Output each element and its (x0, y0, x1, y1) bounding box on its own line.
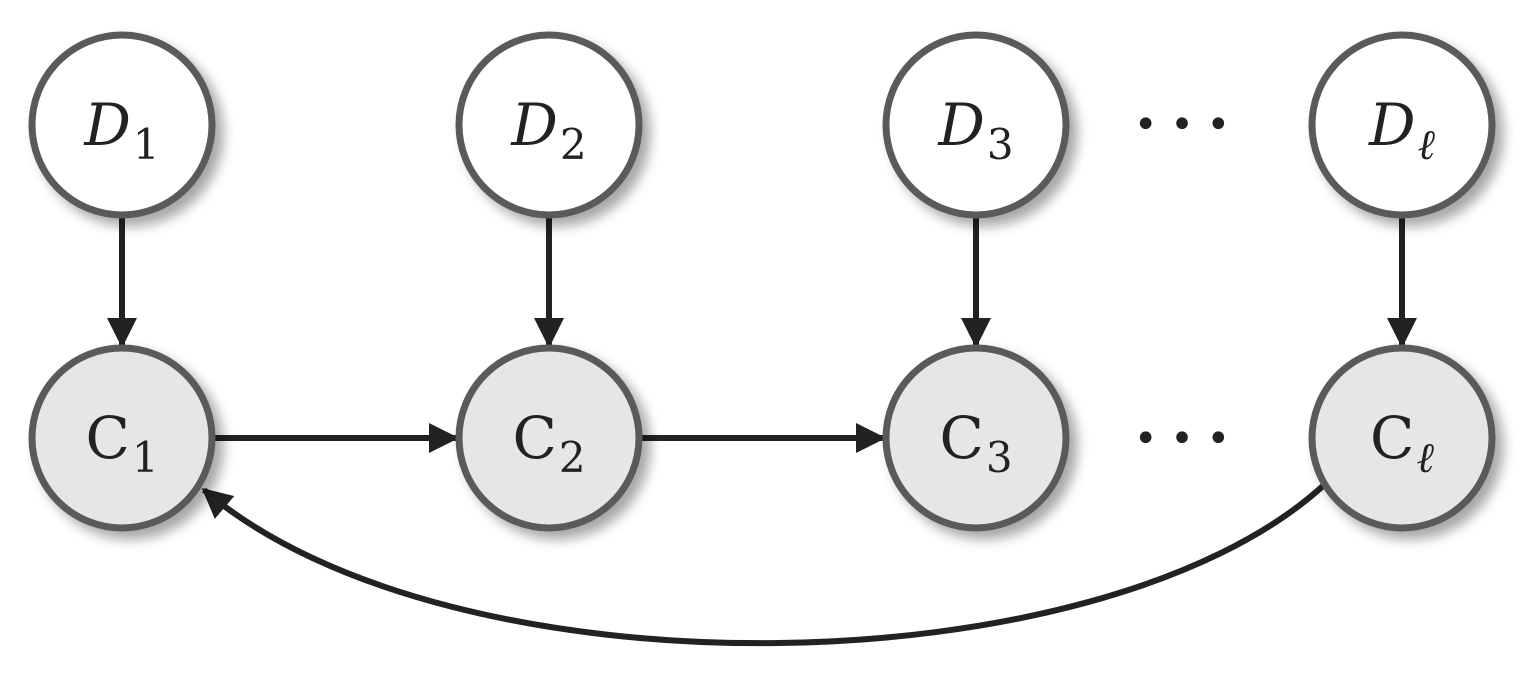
node-D3: D3 (882, 31, 1070, 219)
node-Cl: Cℓ (1308, 344, 1496, 532)
node-C1: C1 (28, 344, 216, 532)
node-C2-subscript: 2 (559, 433, 586, 482)
node-D3-main: D (937, 91, 985, 159)
node-C3-label: C3 (939, 404, 1012, 482)
node-Dl-label: Dℓ (1368, 91, 1436, 169)
node-D3-label: D3 (937, 91, 1013, 169)
node-C3-main: C (939, 404, 983, 472)
edge-Cl-to-C1 (201, 482, 1327, 647)
node-C1-circle (28, 344, 216, 532)
node-Dl-main: D (1368, 91, 1416, 159)
node-D1-subscript: 1 (133, 120, 160, 169)
node-C3: C3 (882, 344, 1070, 532)
node-D1-label: D1 (83, 91, 159, 169)
node-D1-main: D (83, 91, 131, 159)
node-Cl-circle (1308, 344, 1496, 532)
ellipsis-bottom: • • • (1134, 416, 1230, 462)
node-Dl: Dℓ (1308, 31, 1496, 219)
node-Dl-subscript: ℓ (1418, 120, 1436, 169)
node-C1-label: C1 (85, 404, 158, 482)
node-C3-subscript: 3 (986, 433, 1013, 482)
node-Dl-circle (1308, 31, 1496, 219)
node-Cl-main: C (1370, 404, 1414, 472)
node-D3-circle (882, 31, 1070, 219)
ellipsis-top: • • • (1134, 102, 1230, 148)
node-Cl-subscript: ℓ (1416, 433, 1434, 482)
node-D2-subscript: 2 (560, 120, 587, 169)
node-C1-subscript: 1 (132, 433, 159, 482)
node-D1: D1 (28, 31, 216, 219)
node-D2-circle (455, 31, 643, 219)
node-D1-circle (28, 31, 216, 219)
node-C2: C2 (455, 344, 643, 532)
node-Cl-label: Cℓ (1370, 404, 1434, 482)
node-C2-main: C (512, 404, 556, 472)
node-C3-circle (882, 344, 1070, 532)
node-C2-label: C2 (512, 404, 585, 482)
node-D3-subscript: 3 (987, 120, 1014, 169)
edges-layer (107, 215, 1417, 647)
node-D2: D2 (455, 31, 643, 219)
node-C1-main: C (85, 404, 129, 472)
node-D2-main: D (510, 91, 558, 159)
node-C2-circle (455, 344, 643, 532)
node-D2-label: D2 (510, 91, 586, 169)
